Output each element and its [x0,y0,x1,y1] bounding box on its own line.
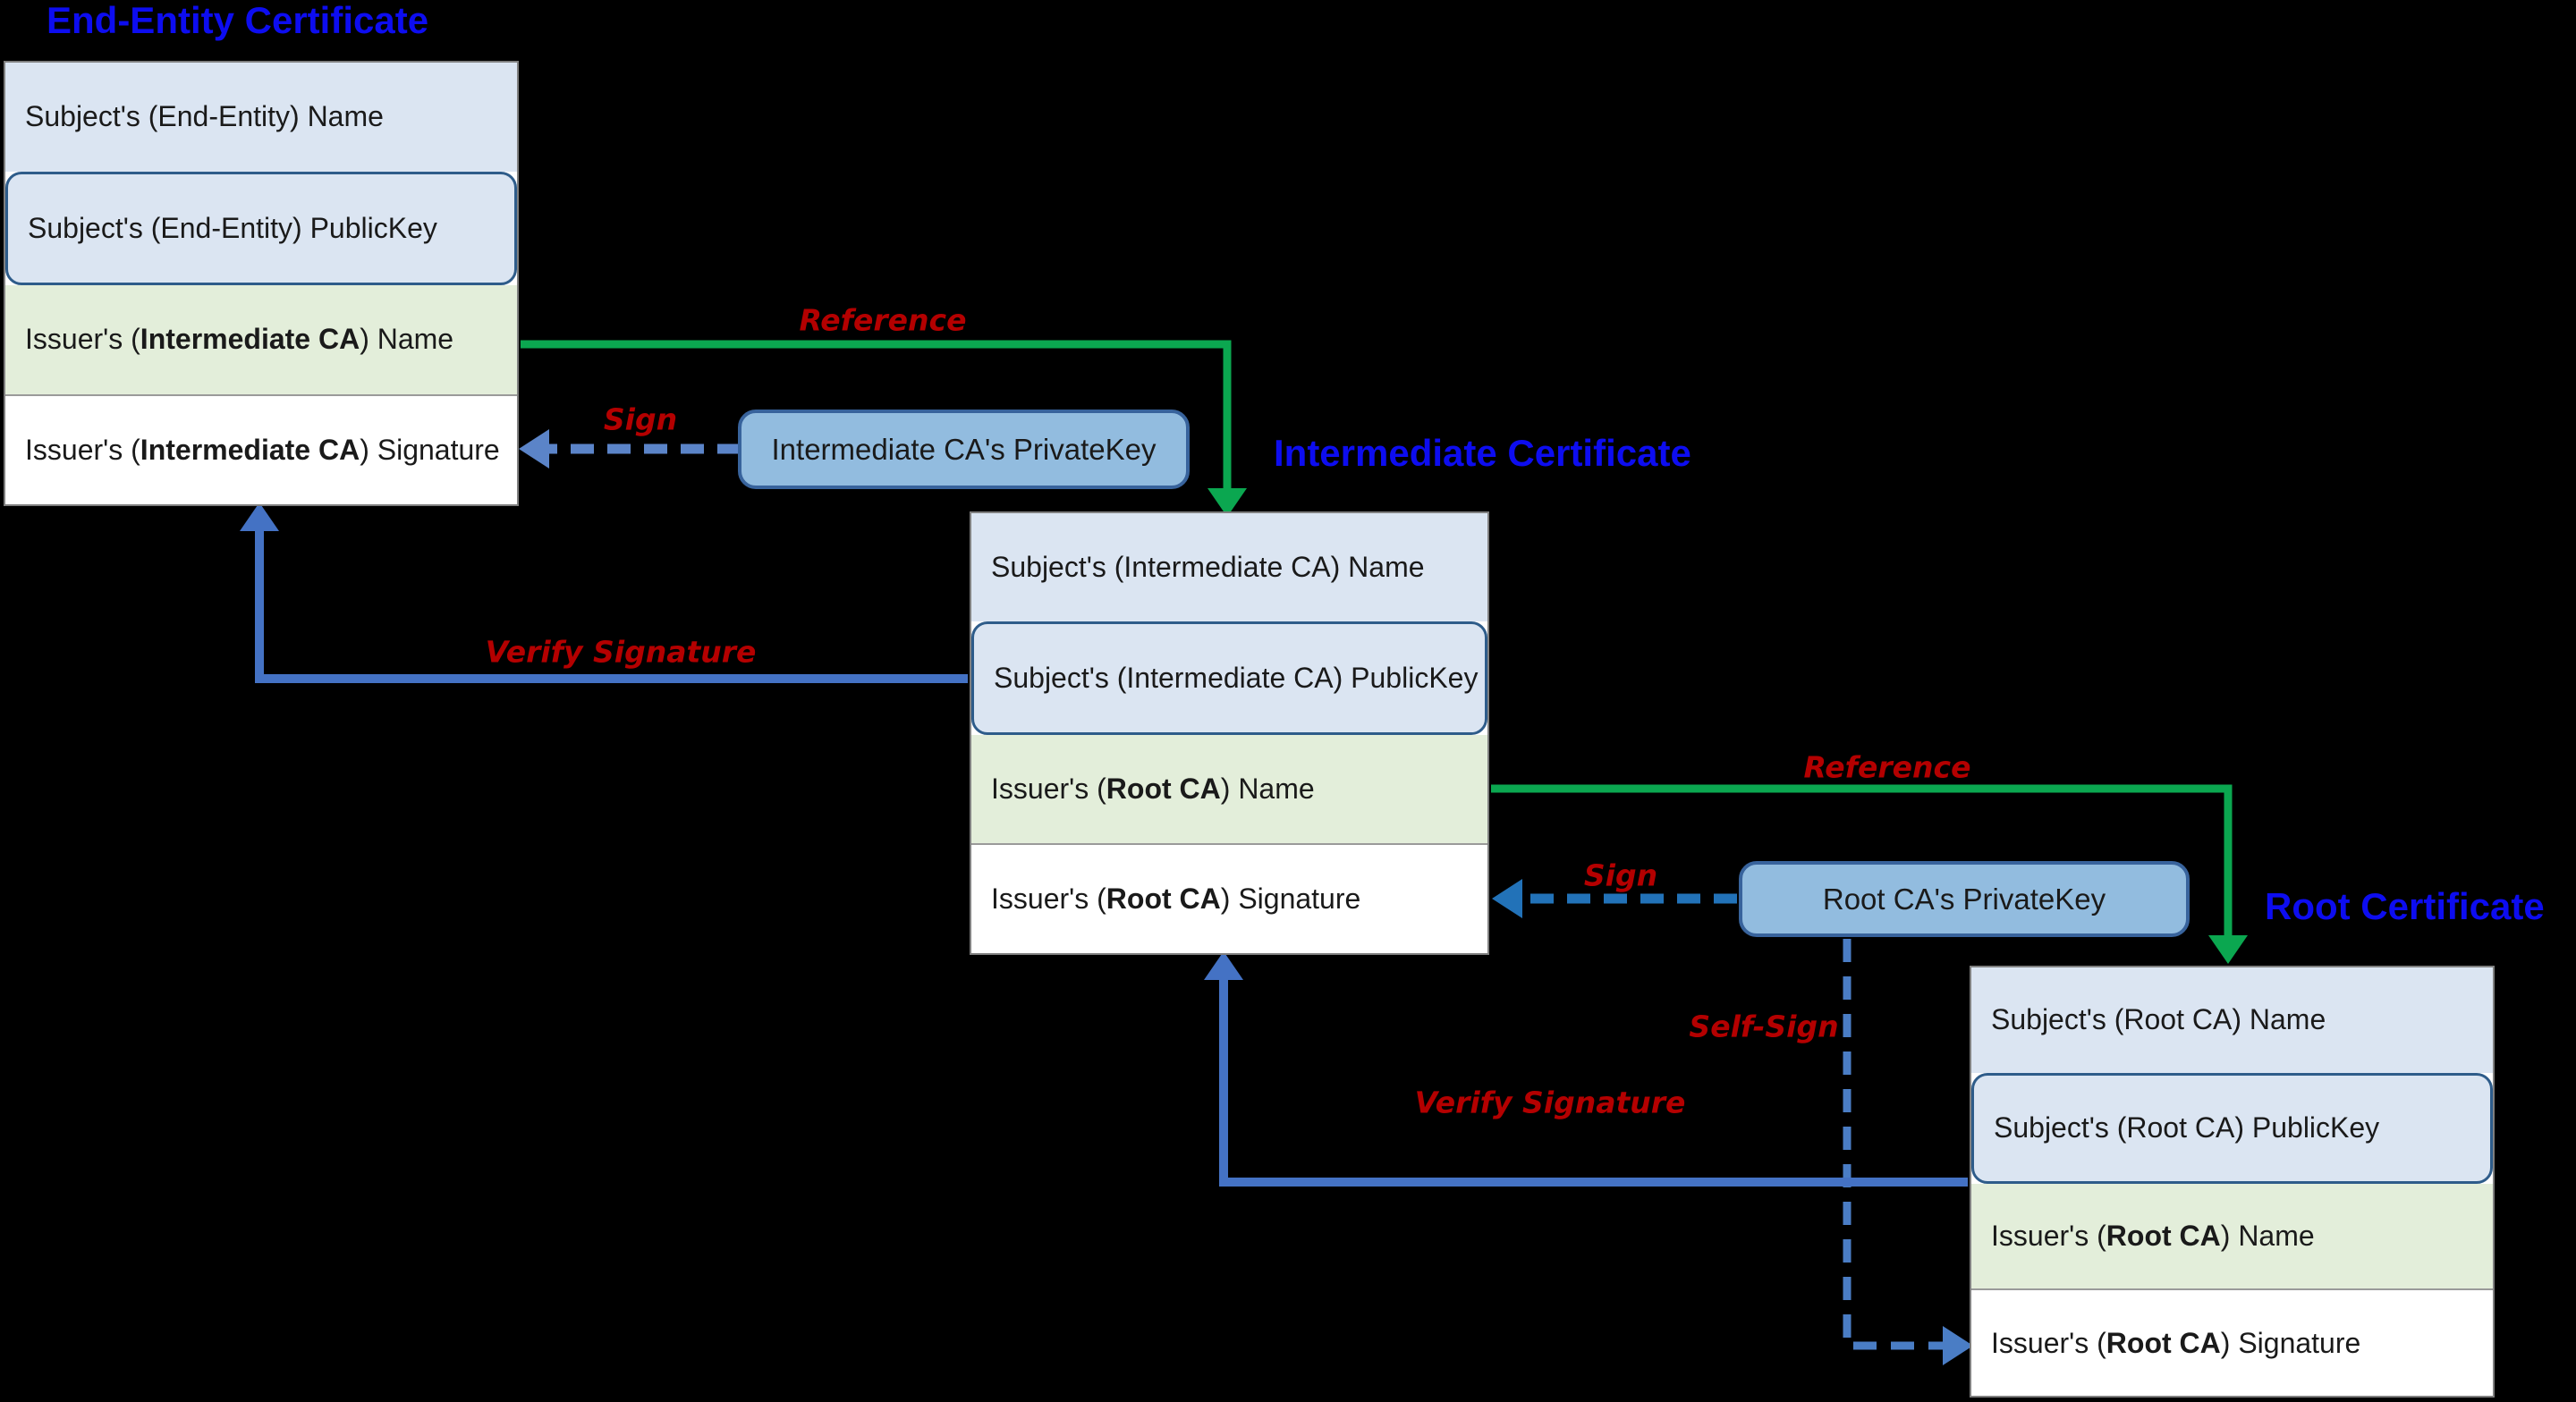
end-entity-issuer-signature-row: Issuer's (Intermediate CA) Signature [5,393,517,504]
row-text: Issuer's ( [991,883,1106,915]
sign-label-1: Sign [603,401,678,437]
end-entity-subject-publickey-row: Subject's (End-Entity) PublicKey [5,171,517,285]
end-entity-certificate: Subject's (End-Entity) Name Subject's (E… [4,61,519,506]
reference-arrow-2-head-icon [2208,935,2248,964]
reference-arrow-1-head-icon [1208,488,1247,517]
self-sign-arrow-line [1843,939,1943,1350]
verify-arrow-1-head-icon [240,503,279,531]
row-text: Issuer's ( [25,323,140,356]
intermediate-issuer-name-row: Issuer's (Root CA) Name [971,735,1487,843]
root-certificate-title: Root Certificate [2265,885,2545,927]
verify-arrow-2-head-icon [1204,951,1243,980]
root-subject-publickey-row: Subject's (Root CA) PublicKey [1971,1072,2493,1184]
intermediate-subject-publickey-row: Subject's (Intermediate CA) PublicKey [971,621,1487,735]
row-text: Subject's (End-Entity) PublicKey [28,211,437,244]
row-text: Subject's (End-Entity) Name [25,100,384,133]
end-entity-certificate-title: End-Entity Certificate [47,0,429,41]
root-issuer-name-row: Issuer's (Root CA) Name [1971,1183,2493,1289]
verify-signature-label-2: Verify Signature [1414,1085,1686,1120]
intermediate-certificate-title: Intermediate Certificate [1274,432,1691,474]
self-sign-label: Self-Sign [1689,1009,1839,1044]
reference-label-1: Reference [799,302,967,338]
root-issuer-signature-row: Issuer's (Root CA) Signature [1971,1288,2493,1396]
verify-arrow-2-line [1219,976,1968,1187]
row-text: Subject's (Root CA) PublicKey [1994,1111,2380,1144]
root-subject-name-row: Subject's (Root CA) Name [1971,967,2493,1073]
row-text: Issuer's ( [991,773,1106,805]
intermediate-ca-privatekey-box: Intermediate CA's PrivateKey [738,410,1190,489]
root-certificate: Subject's (Root CA) Name Subject's (Root… [1970,966,2495,1398]
row-text: Issuer's ( [25,433,140,466]
row-text: Subject's (Intermediate CA) PublicKey [994,662,1479,694]
self-sign-arrow-head-icon [1943,1326,1973,1365]
intermediate-certificate: Subject's (Intermediate CA) Name Subject… [970,511,1489,955]
sign-arrow-1-head-icon [519,429,549,469]
verify-arrow-1-line [255,528,968,683]
intermediate-subject-name-row: Subject's (Intermediate CA) Name [971,513,1487,621]
row-text: Subject's (Root CA) Name [1991,1003,2326,1036]
end-entity-subject-name-row: Subject's (End-Entity) Name [5,63,517,172]
intermediate-issuer-signature-row: Issuer's (Root CA) Signature [971,843,1487,953]
row-text: Issuer's ( [1991,1219,2106,1252]
privatekey-label: Intermediate CA's PrivateKey [771,432,1157,466]
root-ca-privatekey-box: Root CA's PrivateKey [1739,861,2190,937]
privatekey-label: Root CA's PrivateKey [1822,882,2106,916]
row-text: Subject's (Intermediate CA) Name [991,551,1425,583]
sign-arrow-2-head-icon [1492,879,1522,918]
reference-arrow-1-line [521,340,1232,492]
row-text: Issuer's ( [1991,1326,2106,1359]
reference-arrow-2-line [1491,784,2233,939]
verify-signature-label-1: Verify Signature [485,634,757,670]
end-entity-issuer-name-row: Issuer's (Intermediate CA) Name [5,285,517,394]
sign-label-2: Sign [1583,857,1658,893]
reference-label-2: Reference [1803,749,1971,785]
